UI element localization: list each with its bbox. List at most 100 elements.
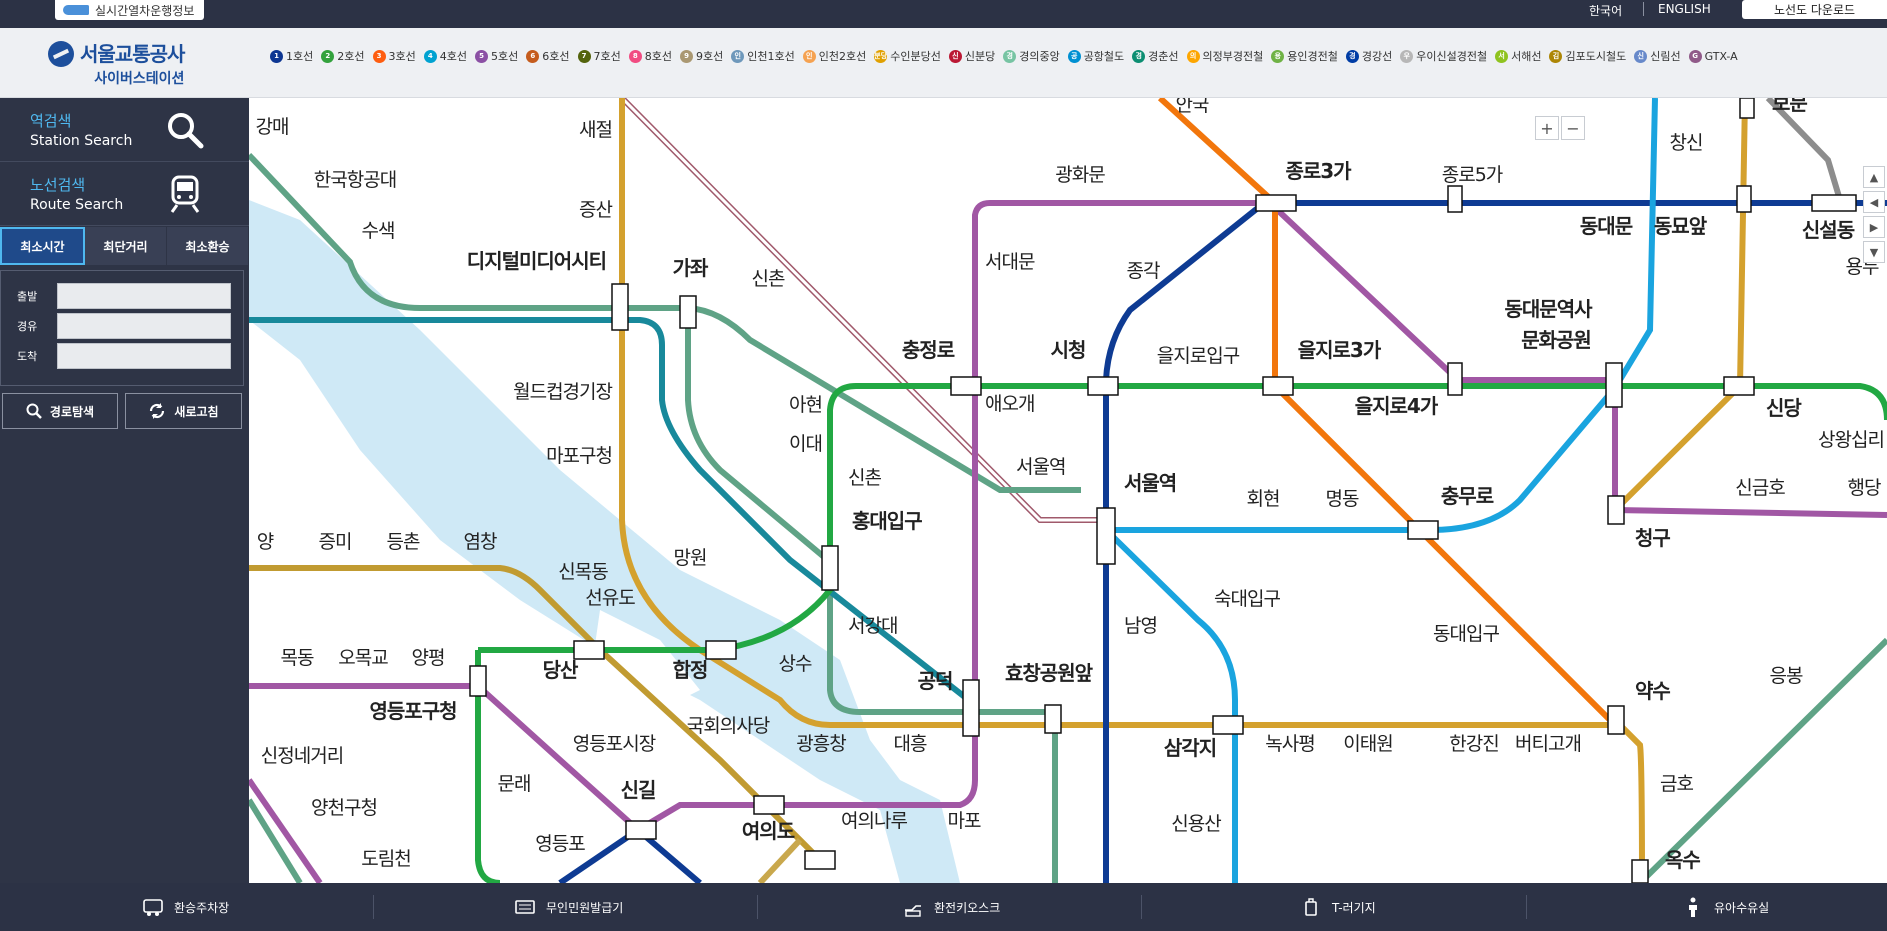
- station-label[interactable]: 동대문: [1580, 214, 1634, 238]
- station-label[interactable]: 숙대입구: [1214, 588, 1281, 610]
- t-luggage-link[interactable]: T-러기지: [1300, 883, 1376, 931]
- civil-docs-kiosk-link[interactable]: 무인민원발급기: [514, 883, 623, 931]
- station-label[interactable]: 상수: [779, 653, 813, 675]
- station-label[interactable]: 을지로3가: [1298, 338, 1383, 362]
- station-label[interactable]: 남영: [1124, 615, 1158, 637]
- route-search-button[interactable]: 노선검색 Route Search: [0, 162, 249, 226]
- station-label[interactable]: 보문: [1772, 98, 1808, 115]
- station-label[interactable]: 옥수: [1665, 848, 1701, 872]
- station-label[interactable]: 종로3가: [1285, 159, 1353, 183]
- station-label[interactable]: 신당: [1766, 396, 1803, 420]
- tab-min-transfer[interactable]: 최소환승: [167, 227, 249, 265]
- station-label[interactable]: 마포구청: [546, 445, 613, 467]
- station-label[interactable]: 영등포시장: [573, 733, 657, 755]
- via-input[interactable]: [57, 313, 231, 339]
- departure-input[interactable]: [57, 283, 231, 309]
- pan-down-button[interactable]: ▼: [1863, 241, 1885, 263]
- station-label[interactable]: 신금호: [1735, 477, 1786, 499]
- station-label[interactable]: 여의도: [742, 819, 796, 843]
- station-label[interactable]: 응봉: [1770, 665, 1804, 687]
- station-label[interactable]: 광화문: [1055, 164, 1106, 186]
- station-label[interactable]: 양: [257, 531, 275, 553]
- station-label[interactable]: 창신: [1670, 132, 1704, 154]
- station-label[interactable]: 망원: [674, 547, 708, 569]
- station-label[interactable]: 한강진: [1449, 733, 1499, 755]
- station-label[interactable]: 신정네거리: [261, 745, 344, 767]
- pan-right-button[interactable]: ▶: [1863, 216, 1885, 238]
- transfer-parking-link[interactable]: 환승주차장: [142, 883, 229, 931]
- station-label[interactable]: 충무로: [1441, 484, 1495, 508]
- station-label[interactable]: 강매: [256, 116, 290, 138]
- station-label[interactable]: 서울역: [1016, 456, 1066, 478]
- station-label[interactable]: 서강대: [848, 615, 898, 637]
- lang-english-link[interactable]: ENGLISH: [1658, 2, 1711, 16]
- station-label[interactable]: 당산: [543, 658, 580, 682]
- station-label[interactable]: 동묘앞: [1654, 214, 1709, 238]
- nursing-room-link[interactable]: 유아수유실: [1682, 883, 1769, 931]
- station-label[interactable]: 명동: [1326, 488, 1360, 510]
- station-label[interactable]: 효창공원앞: [1005, 661, 1095, 685]
- station-label[interactable]: 수색: [362, 220, 396, 242]
- station-label[interactable]: 오목교: [338, 647, 389, 669]
- station-label[interactable]: 선유도: [585, 587, 636, 609]
- station-label[interactable]: 삼각지: [1164, 736, 1217, 760]
- station-label[interactable]: 증산: [579, 199, 613, 221]
- station-label[interactable]: 국회의사당: [687, 715, 771, 737]
- station-label[interactable]: 염창: [464, 531, 498, 553]
- station-label[interactable]: 녹사평: [1265, 733, 1315, 755]
- realtime-train-info-button[interactable]: 실시간열차운행정보: [55, 0, 205, 20]
- station-label[interactable]: 청구: [1635, 526, 1671, 550]
- pan-left-button[interactable]: ◀: [1863, 191, 1885, 213]
- station-label[interactable]: 버티고개: [1515, 733, 1582, 755]
- map-download-button[interactable]: 노선도 다운로드: [1742, 0, 1887, 19]
- zoom-out-button[interactable]: −: [1561, 116, 1585, 140]
- station-label[interactable]: 가좌: [673, 256, 710, 280]
- station-label[interactable]: 신용산: [1171, 813, 1222, 835]
- station-label[interactable]: 영등포구청: [370, 699, 458, 723]
- station-label[interactable]: 마포: [948, 810, 982, 832]
- station-label[interactable]: 문래: [498, 773, 532, 795]
- station-label[interactable]: 영등포: [535, 833, 586, 855]
- tab-shortest-distance[interactable]: 최단거리: [85, 227, 167, 265]
- station-label[interactable]: 한국항공대: [314, 169, 397, 191]
- zoom-in-button[interactable]: +: [1535, 116, 1559, 140]
- route-search-submit-button[interactable]: 경로탐색: [2, 393, 118, 429]
- station-label[interactable]: 서대문: [985, 251, 1036, 273]
- station-label[interactable]: 신촌: [752, 268, 786, 290]
- station-label[interactable]: 여의나루: [841, 810, 908, 832]
- station-label[interactable]: 공덕: [918, 669, 954, 693]
- station-label[interactable]: 회현: [1247, 488, 1281, 510]
- station-label[interactable]: 월드컵경기장: [513, 381, 613, 403]
- station-label[interactable]: 양천구청: [311, 797, 378, 819]
- station-label[interactable]: 목동: [281, 647, 315, 669]
- exchange-kiosk-link[interactable]: 환전키오스크: [902, 883, 1000, 931]
- station-search-button[interactable]: 역검색 Station Search: [0, 98, 249, 162]
- station-label[interactable]: 신촌: [848, 467, 882, 489]
- refresh-button[interactable]: 새로고침: [125, 393, 242, 429]
- station-label[interactable]: 양평: [412, 647, 446, 669]
- station-label[interactable]: 도림천: [361, 848, 411, 870]
- station-label[interactable]: 을지로입구: [1157, 345, 1241, 367]
- station-label[interactable]: 을지로4가: [1355, 394, 1440, 418]
- station-label[interactable]: 서울역: [1124, 471, 1177, 495]
- station-label[interactable]: 신길: [621, 778, 657, 802]
